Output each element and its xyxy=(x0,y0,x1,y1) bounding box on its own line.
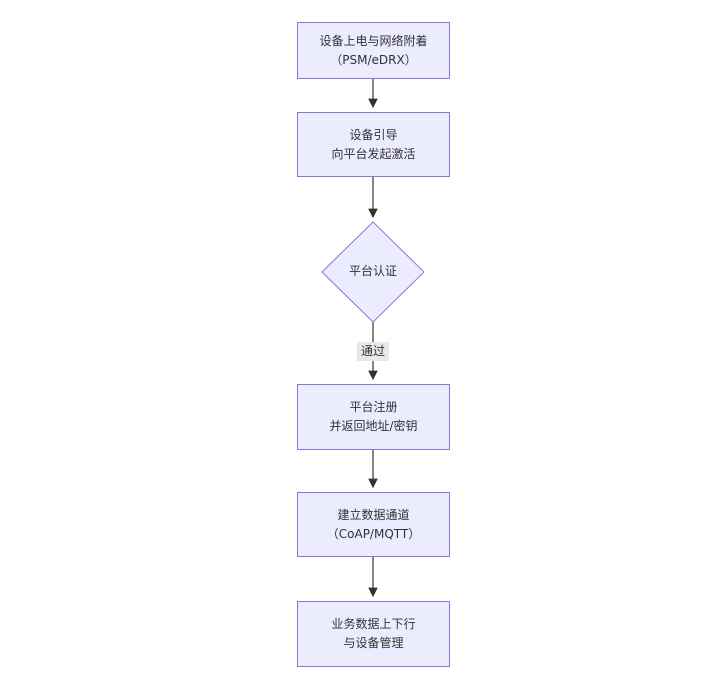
node-data-channel: 建立数据通道 （CoAP/MQTT） xyxy=(297,492,450,557)
node-business-data-line2: 与设备管理 xyxy=(343,636,404,650)
node-data-channel-line1: 建立数据通道 xyxy=(337,507,410,522)
node-business-data: 业务数据上下行 与设备管理 xyxy=(297,601,450,667)
node-business-data-line1: 业务数据上下行 xyxy=(331,617,416,631)
node-platform-register-line1: 平台注册 xyxy=(349,400,398,414)
decision-platform-auth-label: 平台认证 xyxy=(348,264,397,278)
node-power-attach-line2: （PSM/eDRX） xyxy=(330,52,417,67)
node-bootstrap-activate-line1: 设备引导 xyxy=(349,127,398,142)
edge-label-pass: 通过 xyxy=(356,342,390,361)
node-bootstrap-activate: 设备引导 向平台发起激活 xyxy=(297,112,450,177)
node-data-channel-line2: （CoAP/MQTT） xyxy=(326,526,421,541)
node-bootstrap-activate-line2: 向平台发起激活 xyxy=(331,146,416,161)
node-platform-register: 平台注册 并返回地址/密钥 xyxy=(297,384,450,450)
node-power-attach: 设备上电与网络附着 （PSM/eDRX） xyxy=(297,22,450,79)
node-platform-register-line2: 并返回地址/密钥 xyxy=(329,419,418,433)
node-power-attach-line1: 设备上电与网络附着 xyxy=(319,33,428,48)
